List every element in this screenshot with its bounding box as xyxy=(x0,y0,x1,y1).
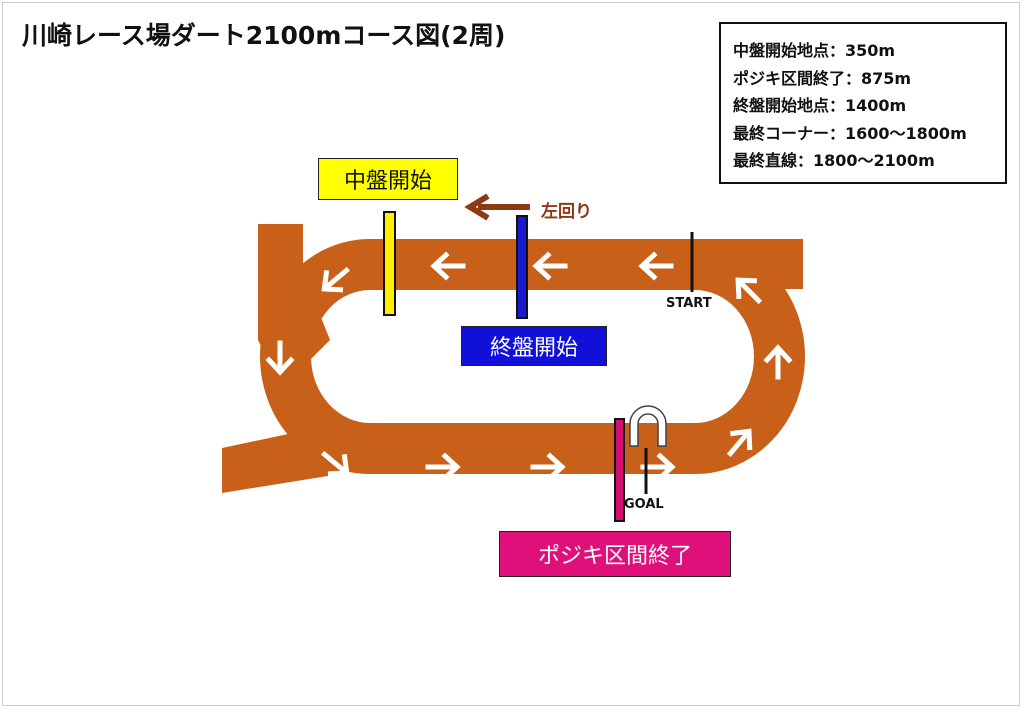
direction-label: 左回り xyxy=(541,202,592,222)
start-label: START xyxy=(666,296,712,311)
info-final-corner: 最終コーナー：1600〜1800m xyxy=(733,123,967,143)
pozi-end-marker xyxy=(614,418,625,522)
final-start-label: 終盤開始 xyxy=(461,326,607,366)
mid-start-marker xyxy=(383,211,396,316)
info-final-straight: 最終直線：1800〜2100m xyxy=(733,151,935,170)
track xyxy=(222,224,805,493)
info-box: 中盤開始地点：350m ポジキ区間終了：875m 終盤開始地点：1400m 最終… xyxy=(719,22,1007,184)
track-chute-left xyxy=(258,224,330,388)
direction-arrow-icon xyxy=(464,193,530,221)
final-start-marker xyxy=(516,215,528,319)
track-chute-bottom xyxy=(222,423,340,493)
info-mid-start: 中盤開始地点：350m xyxy=(733,41,896,60)
pozi-end-label: ポジキ区間終了 xyxy=(499,531,731,577)
info-final-start: 終盤開始地点：1400m xyxy=(733,96,907,115)
mid-start-label: 中盤開始 xyxy=(318,158,458,200)
page-title: 川崎レース場ダート2100mコース図(2周) xyxy=(22,21,506,50)
info-pozi-end: ポジキ区間終了：875m xyxy=(733,68,912,88)
goal-post-icon xyxy=(629,405,667,447)
goal-label: GOAL xyxy=(624,497,664,512)
